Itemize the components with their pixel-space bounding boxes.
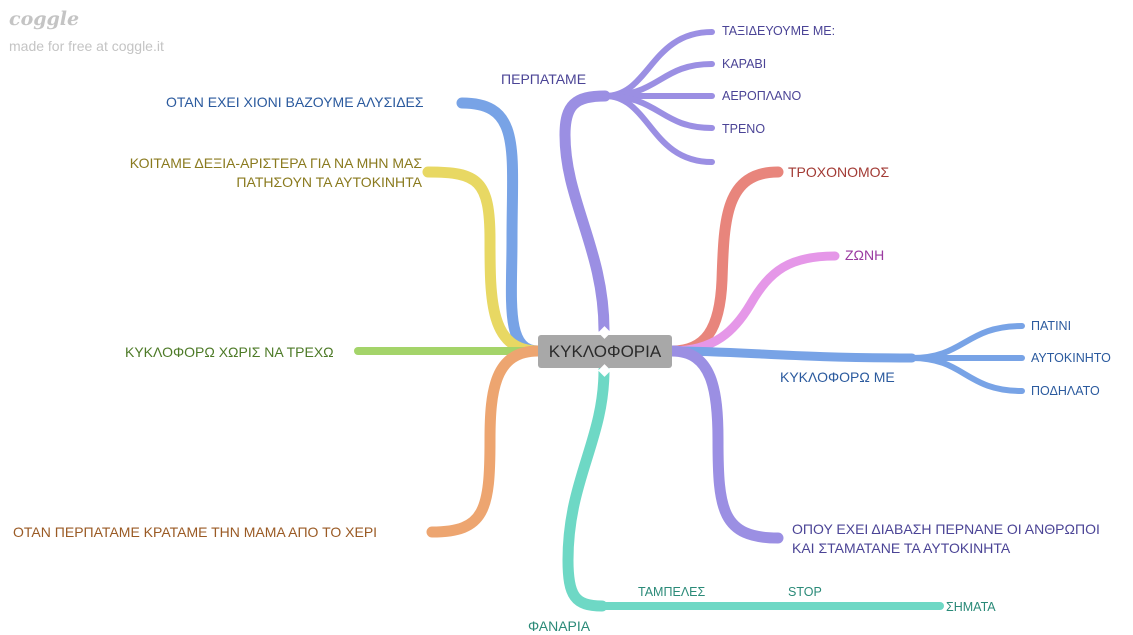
node-walked-child[interactable]: ΑΕΡΟΠΛΑΝΟ [722, 89, 802, 103]
node-look-line2[interactable]: ΠΑΤΗΣΟΥΝ ΤΑ ΑΥΤΟΚΙΝΗΤΑ [236, 174, 422, 190]
node-look-line1[interactable]: ΚΟΙΤΑΜΕ ΔΕΞΙΑ-ΑΡΙΣΤΕΡΑ ΓΙΑ ΝΑ ΜΗΝ ΜΑΣ [129, 155, 422, 171]
central-node[interactable]: ΚΥΚΛΟΦΟΡΙΑ [538, 335, 672, 368]
branch-vehicles-child-3 [909, 355, 1025, 394]
node-vehicles[interactable]: ΚΥΚΛΟΦΟΡΩ ΜΕ [780, 369, 895, 385]
branch-police [666, 166, 784, 357]
node-walked-child[interactable]: ΤΑΞΙΔΕΥΟΥΜΕ ΜΕ: [722, 24, 836, 38]
branch-lights [562, 364, 610, 612]
node-crossing-line2[interactable]: ΚΑΙ ΣΤΑΜΑΤΑΝΕ ΤΑ ΑΥΤΟΚΙΝΗΤΑ [792, 540, 1011, 556]
branch-walked [559, 90, 611, 336]
node-walked[interactable]: ΠΕΡΠΑΤΑΜΕ [501, 71, 587, 87]
node-crossing-line1[interactable]: ΟΠΟΥ ΕΧΕΙ ΔΙΑΒΑΣΗ ΠΕΡΝΑΝΕ ΟΙ ΑΝΘΡΩΠΟΙ [792, 521, 1100, 537]
branch-hand [426, 345, 544, 538]
node-walked-child[interactable]: ΤΡΕΝΟ [722, 122, 766, 136]
branch-look [422, 166, 544, 357]
node-belt[interactable]: ΖΩΝΗ [845, 247, 885, 263]
node-snow[interactable]: ΟΤΑΝ ΕΧΕΙ ΧΙΟΝΙ ΒΑΖΟΥΜΕ ΑΛΥΣΙΔΕΣ [166, 94, 424, 110]
node-walked-child[interactable]: ΚΑΡΑΒΙ [722, 57, 767, 71]
node-lights-chain[interactable]: STOP [788, 585, 822, 599]
made-for-free-note: made for free at coggle.it [9, 38, 164, 54]
node-police[interactable]: ΤΡΟΧΟΝΟΜΟΣ [788, 164, 890, 180]
coggle-logo: coggle [9, 8, 80, 30]
node-lights-chain[interactable]: ΣΗΜΑΤΑ [946, 600, 996, 614]
branch-vehicles-child-1 [909, 323, 1025, 361]
branch-crossing [666, 345, 784, 544]
node-move[interactable]: ΚΥΚΛΟΦΟΡΩ ΧΩΡΙΣ ΝΑ ΤΡΕΧΩ [125, 344, 334, 360]
branch-walked-child-5 [602, 93, 715, 165]
node-lights-chain[interactable]: ΤΑΜΠΕΛΕΣ [638, 585, 706, 599]
branch-snow [456, 97, 544, 357]
branch-vehicles [667, 346, 917, 363]
node-vehicles-child[interactable]: ΠΟΔΗΛΑΤΟ [1031, 384, 1100, 398]
node-hand[interactable]: ΟΤΑΝ ΠΕΡΠΑΤΑΜΕ ΚΡΑΤΑΜΕ ΤΗΝ ΜΑΜΑ ΑΠΟ ΤΟ Χ… [13, 524, 378, 540]
central-node-label: ΚΥΚΛΟΦΟΡΙΑ [548, 341, 662, 361]
node-lights[interactable]: ΦΑΝΑΡΙΑ [528, 618, 591, 634]
branch-belt [667, 251, 840, 356]
node-vehicles-child[interactable]: ΠΑΤΙΝΙ [1031, 319, 1072, 333]
node-vehicles-child[interactable]: ΑΥΤΟΚΙΝΗΤΟ [1031, 351, 1111, 365]
